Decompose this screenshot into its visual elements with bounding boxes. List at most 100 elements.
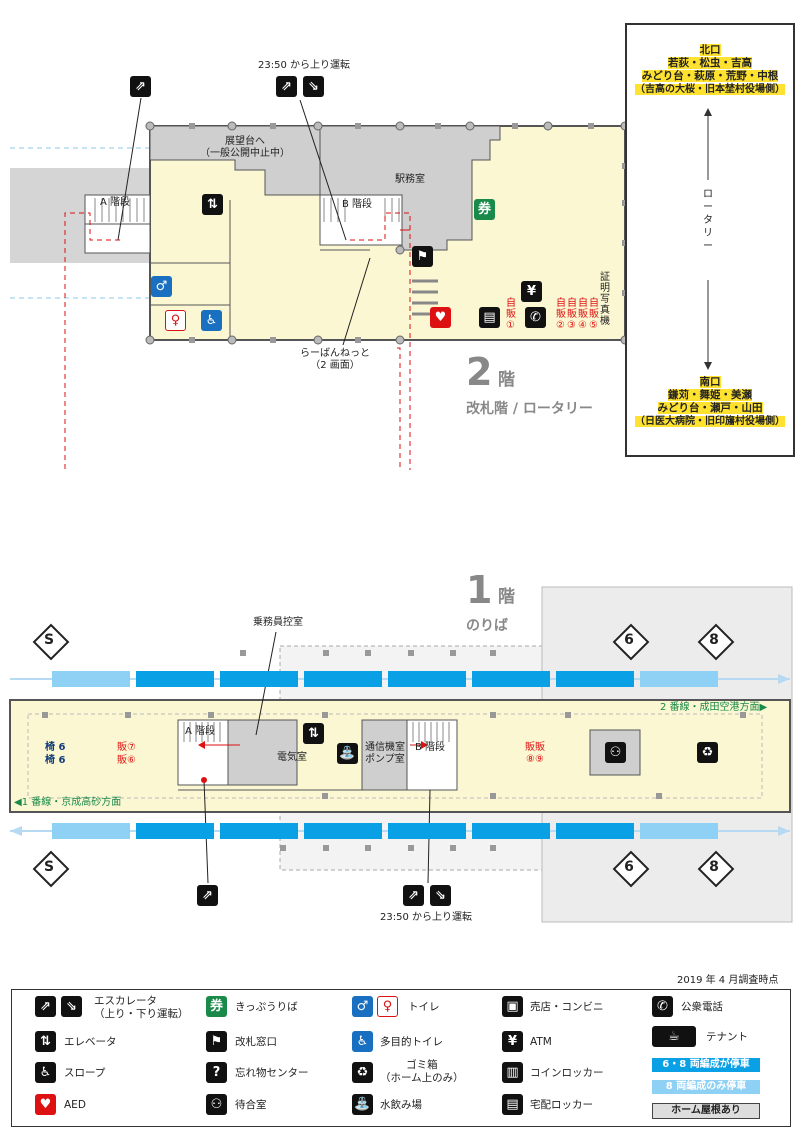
- phone-icon: ✆: [525, 307, 546, 328]
- escalator-note-f2: 23:50 から上り運転: [258, 60, 350, 71]
- escalator-up-icon: ⇗: [35, 996, 56, 1017]
- north-exit-box: 北口 若荻・松虫・吉高 みどり台・萩原・荒野・中根 （吉高の大桜・旧本埜村役場側…: [626, 44, 794, 96]
- floor2-suffix: 階: [498, 370, 515, 390]
- stair-b-label-f2: B 階段: [342, 199, 373, 210]
- north-exit-line-3: （吉高の大桜・旧本埜村役場側）: [635, 84, 785, 95]
- rotary-label: ロータリー: [703, 189, 713, 252]
- vending-1: 自販①: [506, 298, 516, 331]
- south-exit-box: 南口 鎌苅・舞姫・美瀬 みどり台・瀬戸・山田 （日医大病院・旧印旛村役場側）: [626, 376, 794, 428]
- vending-4: 自販④: [578, 298, 588, 331]
- bench-left-1: 椅 6: [45, 742, 66, 753]
- escalator-up-icon-f1: ⇗: [403, 885, 424, 906]
- escalator-down-icon: ⇘: [61, 996, 82, 1017]
- gate-window-icon: ⚑: [412, 246, 433, 267]
- floor1-number: 1: [466, 568, 493, 612]
- comm-room-label: 通信機室 ポンプ室: [365, 742, 405, 765]
- slope-icon: ♿: [35, 1062, 56, 1083]
- stop-marker-8-top-label: 8: [709, 632, 719, 648]
- gate-window-icon: ⚑: [206, 1031, 227, 1052]
- legend-shop: 売店・コンビニ: [530, 1001, 604, 1013]
- stop-marker-s-bottom-label: S: [43, 859, 55, 875]
- toilet-female-icon: ♀: [165, 310, 186, 331]
- legend-toilet: トイレ: [408, 1001, 440, 1013]
- legend-waiting: 待合室: [235, 1099, 267, 1111]
- legend-trash: ゴミ箱 （ホーム上のみ）: [380, 1059, 464, 1084]
- shop-icon: ▣: [502, 996, 523, 1017]
- vending-3: 自販③: [567, 298, 577, 331]
- vending-right: 販販 ⑧⑨: [525, 742, 545, 765]
- legend-coin-locker: コインロッカー: [530, 1067, 604, 1079]
- escalator-note-f1: 23:50 から上り運転: [380, 912, 472, 923]
- stop-marker-6-top-label: 6: [624, 632, 634, 648]
- stop-marker-s-top-label: S: [43, 632, 55, 648]
- stair-a-label-f1: A 階段: [185, 726, 216, 737]
- escalator-up-icon: ⇗: [276, 76, 297, 97]
- photo-booth-label: 証明写真機: [600, 272, 610, 327]
- stop-marker-6-bottom-label: 6: [624, 859, 634, 875]
- vending-left-2: 販⑥: [117, 755, 136, 766]
- legend-phone: 公衆電話: [681, 1001, 723, 1013]
- elevator-icon-f1: ⇅: [303, 723, 324, 744]
- legend-atm: ATM: [530, 1036, 552, 1048]
- vending-2: 自販②: [556, 298, 566, 331]
- ticket-icon: 券: [206, 996, 227, 1017]
- track-1: [52, 823, 764, 839]
- waiting-room-icon: ⚇: [206, 1094, 227, 1115]
- legend-tenant: テナント: [706, 1031, 748, 1043]
- legend-escalator: エスカレータ （上り・下り運転）: [94, 995, 189, 1020]
- escalator-down-icon: ⇘: [303, 76, 324, 97]
- vending-5: 自販⑤: [589, 298, 599, 331]
- phone-icon: ✆: [652, 996, 673, 1017]
- legend-gate: 改札窓口: [235, 1036, 277, 1048]
- drinking-water-icon: ⛲: [352, 1094, 373, 1115]
- legend-lost-found: 忘れ物センター: [235, 1067, 309, 1079]
- trash-icon: ♻: [697, 742, 718, 763]
- track-2: [52, 671, 764, 687]
- tenant-icon: ☕: [652, 1026, 696, 1047]
- stair-a-label-f2: A 階段: [100, 197, 131, 208]
- elevator-icon: ⇅: [35, 1031, 56, 1052]
- floor2-map: [10, 23, 795, 470]
- toilet-male-icon: ♂: [151, 276, 172, 297]
- legend-accessible: 多目的トイレ: [380, 1036, 443, 1048]
- crew-room-label: 乗務員控室: [253, 617, 303, 628]
- floor1-name: のりば: [466, 618, 508, 634]
- legend-box: [11, 989, 791, 1127]
- toilet-female-icon: ♀: [377, 996, 398, 1017]
- floor2-name: 改札階 / ロータリー: [466, 401, 593, 417]
- electric-room-label: 電気室: [277, 752, 307, 763]
- toilet-male-icon: ♂: [352, 996, 373, 1017]
- escalator-down-icon-f1: ⇘: [430, 885, 451, 906]
- south-exit-title: 南口: [699, 376, 721, 388]
- legend-slope: スロープ: [64, 1067, 106, 1079]
- stop-marker-8-bottom-label: 8: [709, 859, 719, 875]
- accessible-toilet-icon: ♿: [201, 310, 222, 331]
- atm-icon: ¥: [502, 1031, 523, 1052]
- drinking-water-icon: ⛲: [337, 743, 358, 764]
- legend-ticket: きっぷうりば: [235, 1001, 298, 1013]
- south-exit-line-3: （日医大病院・旧印旛村役場側）: [635, 416, 785, 427]
- delivery-locker-icon: ▤: [479, 307, 500, 328]
- aed-icon: ♥: [430, 307, 451, 328]
- trash-icon: ♻: [352, 1062, 373, 1083]
- lost-found-icon: ?: [206, 1062, 227, 1083]
- floor1-suffix: 階: [498, 587, 515, 607]
- north-exit-line-1: 若荻・松虫・吉高: [668, 57, 752, 69]
- floor2-number: 2: [466, 350, 493, 394]
- delivery-locker-icon: ▤: [502, 1094, 523, 1115]
- legend-delivery-locker: 宅配ロッカー: [530, 1099, 593, 1111]
- legend-stop-6-8: 6・8 両編成が停車: [652, 1058, 760, 1072]
- escalator-icon-f1: ⇗: [197, 885, 218, 906]
- ticket-icon: 券: [474, 199, 495, 220]
- laban-net-label: らーばんねっと （2 画面）: [300, 348, 370, 371]
- legend-roof: ホーム屋根あり: [652, 1103, 760, 1119]
- track1-label: ◀1 番線・京成高砂方面: [14, 797, 122, 808]
- south-exit-line-1: 鎌苅・舞姫・美瀬: [668, 389, 752, 401]
- aed-icon: ♥: [35, 1094, 56, 1115]
- accessible-toilet-icon: ♿: [352, 1031, 373, 1052]
- station-office-label: 駅務室: [395, 174, 425, 185]
- elevator-icon: ⇅: [202, 194, 223, 215]
- observation-label: 展望台へ （一般公開中止中）: [200, 136, 290, 159]
- waiting-room-icon: ⚇: [605, 742, 626, 763]
- south-exit-line-2: みどり台・瀬戸・山田: [657, 402, 763, 414]
